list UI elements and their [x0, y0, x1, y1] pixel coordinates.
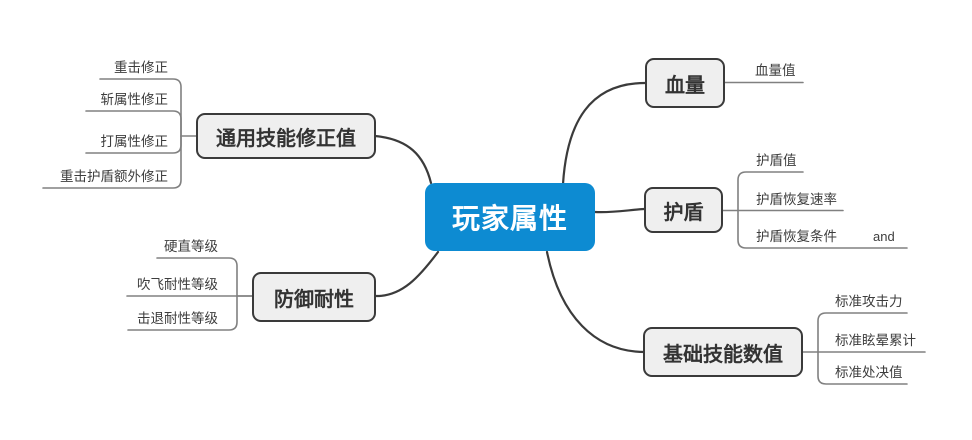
leafline-shield-value	[737, 171, 804, 212]
main-topic-general-skill-modifiers[interactable]: 通用技能修正值	[196, 113, 376, 159]
leafline-shield-recovery-condition	[737, 209, 908, 249]
main-topic-hp[interactable]: 血量	[645, 58, 725, 108]
leaf-topic-launch-resistance-level[interactable]: 吹飞耐性等级	[137, 277, 218, 292]
leaf-topic-slash-modifier[interactable]: 斩属性修正	[100, 92, 169, 107]
connector-central-to-hp	[561, 81, 647, 186]
main-topic-shield[interactable]: 护盾	[644, 187, 723, 233]
connector-central-to-shield	[593, 207, 646, 214]
leafline-knockback-resistance-level	[127, 295, 238, 331]
leaf-topic-shield-value[interactable]: 护盾值	[756, 153, 797, 168]
leaf-topic-knockback-resistance-level[interactable]: 击退耐性等级	[137, 311, 218, 326]
annotation-and-label[interactable]: and	[873, 229, 895, 244]
leaf-topic-hp-value[interactable]: 血量值	[755, 63, 796, 78]
leafline-slash-modifier	[85, 110, 182, 137]
main-topic-base-skill-values[interactable]: 基础技能数值	[643, 327, 803, 377]
connector-central-to-defense-resistance	[373, 250, 440, 298]
leafline-stagger-level	[156, 257, 253, 297]
central-topic-player-attributes[interactable]: 玩家属性	[425, 183, 595, 251]
main-topic-defense-resistance[interactable]: 防御耐性	[252, 272, 376, 322]
leaf-topic-shield-recovery-rate[interactable]: 护盾恢复速率	[756, 192, 837, 207]
leaf-topic-stagger-level[interactable]: 硬直等级	[164, 239, 218, 254]
leaf-topic-shield-recovery-condition[interactable]: 护盾恢复条件	[756, 229, 837, 244]
leafline-heavy-hit-shield-extra-modifier	[42, 135, 182, 189]
leaf-topic-blunt-modifier[interactable]: 打属性修正	[100, 134, 169, 149]
leaf-topic-standard-attack-power[interactable]: 标准攻击力	[835, 294, 903, 309]
connector-central-to-general-modifiers	[373, 134, 433, 185]
leafline-standard-attack-power	[817, 312, 908, 353]
leaf-topic-standard-stun-accumulation[interactable]: 标准眩晕累计	[835, 333, 916, 348]
leaf-topic-standard-execution-value[interactable]: 标准处决值	[835, 365, 903, 380]
leaf-topic-heavy-hit-shield-extra-modifier[interactable]: 重击护盾额外修正	[60, 169, 168, 184]
leaf-topic-heavy-hit-modifier[interactable]: 重击修正	[114, 60, 168, 75]
leafline-heavy-hit-modifier	[99, 78, 197, 137]
connector-central-to-base-skill-values	[545, 250, 647, 354]
leafline-standard-execution-value	[817, 351, 908, 385]
